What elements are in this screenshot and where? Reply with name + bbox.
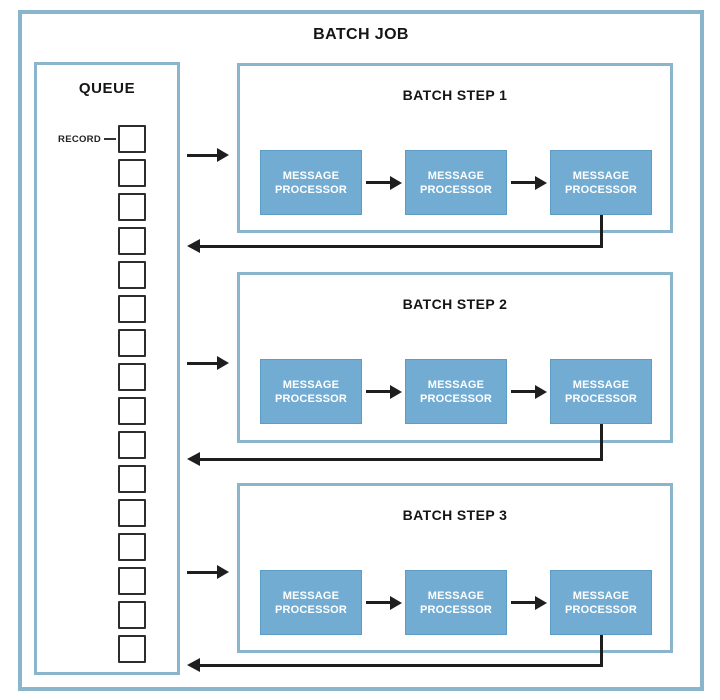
- arrow-head-right-icon: [217, 148, 229, 162]
- processor-row: MESSAGE PROCESSOR MESSAGE PROCESSOR MESSAG…: [260, 150, 652, 215]
- batch-step-3-title: BATCH STEP 3: [402, 507, 508, 523]
- arrow-head-right-icon: [217, 565, 229, 579]
- queue-record-square: [118, 295, 146, 323]
- batch-step-2-title: BATCH STEP 2: [402, 296, 508, 312]
- record-label-text: RECORD: [58, 133, 101, 145]
- queue-record-square: [118, 465, 146, 493]
- queue-to-step3-arrow-icon: [187, 565, 229, 579]
- step2-return-line-horizontal: [199, 458, 603, 461]
- arrow-head-right-icon: [534, 595, 547, 610]
- message-processor-box: MESSAGE PROCESSOR: [260, 359, 362, 424]
- queue-box: QUEUE: [34, 62, 180, 675]
- queue-record-square: [118, 601, 146, 629]
- arrow-head-right-icon: [217, 356, 229, 370]
- arrow-line: [365, 601, 390, 604]
- queue-title: QUEUE: [78, 80, 136, 97]
- queue-record-square: [118, 159, 146, 187]
- message-processor-box: MESSAGE PROCESSOR: [550, 570, 652, 635]
- message-processor-box: MESSAGE PROCESSOR: [550, 150, 652, 215]
- processor-row: MESSAGE PROCESSOR MESSAGE PROCESSOR MESSAG…: [260, 359, 652, 424]
- arrow-line: [187, 570, 217, 574]
- queue-record-square: [118, 397, 146, 425]
- step2-return-line-vertical: [600, 424, 603, 461]
- batch-step-1-title: BATCH STEP 1: [402, 87, 508, 103]
- queue-record-square: [118, 533, 146, 561]
- step1-return-line-horizontal: [199, 245, 603, 248]
- step3-return-line-vertical: [600, 635, 603, 667]
- queue-to-step1-arrow-icon: [187, 148, 229, 162]
- queue-record-square: [118, 125, 146, 153]
- arrow-line: [365, 390, 390, 393]
- processor-flow-arrow-icon: [507, 384, 550, 399]
- queue-record-square: [118, 635, 146, 663]
- queue-squares: [118, 125, 146, 669]
- record-pointer-line: [104, 138, 116, 140]
- arrow-line: [510, 601, 535, 604]
- arrow-head-right-icon: [534, 175, 547, 190]
- message-processor-box: MESSAGE PROCESSOR: [260, 150, 362, 215]
- arrow-head-right-icon: [389, 384, 402, 399]
- message-processor-box: MESSAGE PROCESSOR: [405, 359, 507, 424]
- arrow-line: [187, 361, 217, 365]
- processor-flow-arrow-icon: [507, 595, 550, 610]
- queue-record-square: [118, 499, 146, 527]
- queue-record-square: [118, 261, 146, 289]
- message-processor-box: MESSAGE PROCESSOR: [405, 570, 507, 635]
- arrow-line: [187, 153, 217, 157]
- arrow-head-right-icon: [389, 595, 402, 610]
- queue-to-step2-arrow-icon: [187, 356, 229, 370]
- processor-row: MESSAGE PROCESSOR MESSAGE PROCESSOR MESSAG…: [260, 570, 652, 635]
- arrow-head-right-icon: [389, 175, 402, 190]
- arrow-head-left-icon: [187, 452, 200, 466]
- arrow-head-left-icon: [187, 239, 200, 253]
- step1-return-line-vertical: [600, 215, 603, 248]
- step3-return-line-horizontal: [199, 664, 603, 667]
- message-processor-box: MESSAGE PROCESSOR: [260, 570, 362, 635]
- queue-record-square: [118, 227, 146, 255]
- processor-flow-arrow-icon: [362, 384, 405, 399]
- queue-record-square: [118, 193, 146, 221]
- message-processor-box: MESSAGE PROCESSOR: [405, 150, 507, 215]
- arrow-line: [365, 181, 390, 184]
- batch-job-title: BATCH JOB: [313, 26, 409, 43]
- processor-flow-arrow-icon: [362, 595, 405, 610]
- processor-flow-arrow-icon: [507, 175, 550, 190]
- queue-record-square: [118, 329, 146, 357]
- arrow-head-right-icon: [534, 384, 547, 399]
- queue-record-square: [118, 363, 146, 391]
- processor-flow-arrow-icon: [362, 175, 405, 190]
- queue-record-square: [118, 431, 146, 459]
- message-processor-box: MESSAGE PROCESSOR: [550, 359, 652, 424]
- record-label: RECORD: [48, 125, 116, 153]
- arrow-head-left-icon: [187, 658, 200, 672]
- arrow-line: [510, 390, 535, 393]
- queue-record-square: [118, 567, 146, 595]
- arrow-line: [510, 181, 535, 184]
